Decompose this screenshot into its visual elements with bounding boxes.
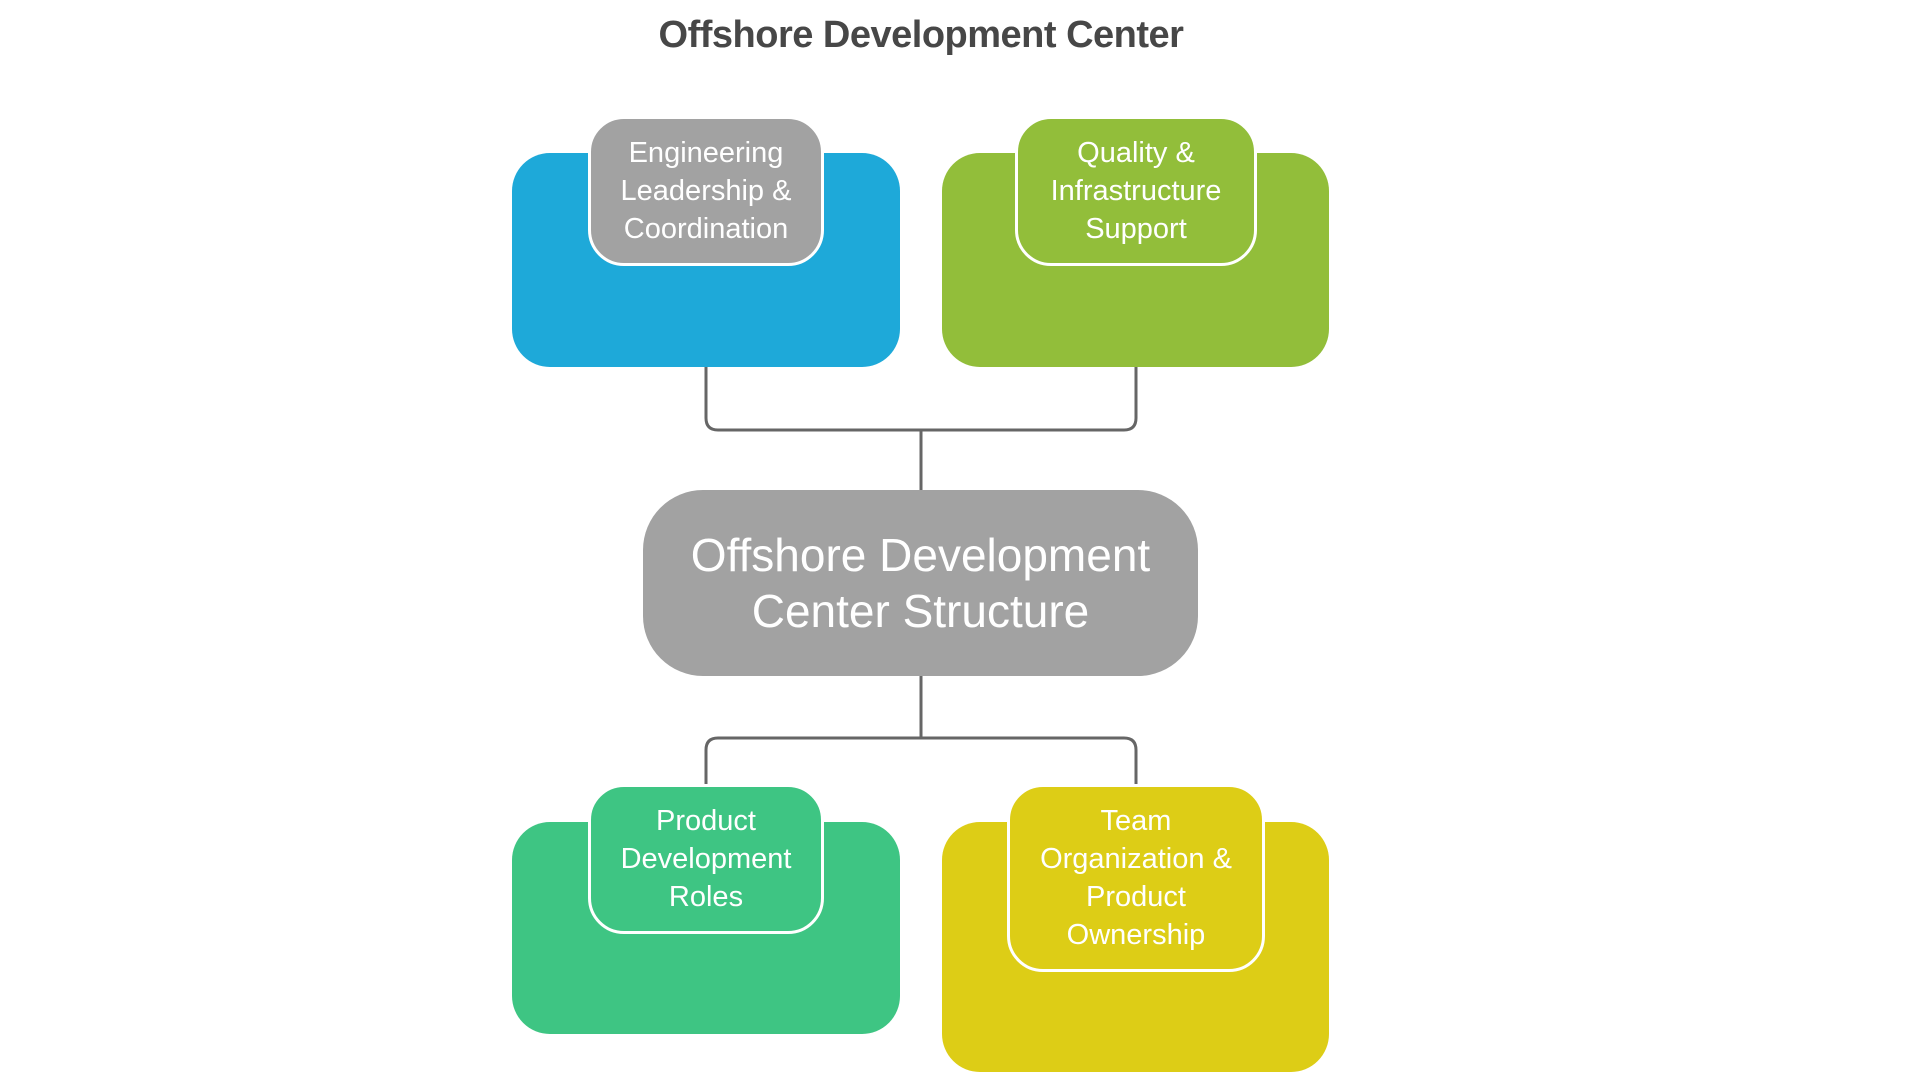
- engineering-leadership-tab[interactable]: Engineering Leadership & Coordination: [588, 116, 824, 266]
- center-node[interactable]: Offshore Development Center Structure: [643, 490, 1198, 676]
- product-development-tab[interactable]: Product Development Roles: [588, 784, 824, 934]
- quality-infrastructure-tab[interactable]: Quality & Infrastructure Support: [1015, 116, 1257, 266]
- center-node-label: Offshore Development Center Structure: [690, 529, 1151, 637]
- quality-infrastructure-label: Quality & Infrastructure Support: [1050, 137, 1222, 245]
- product-development-label: Product Development Roles: [620, 805, 792, 913]
- engineering-leadership-label: Engineering Leadership & Coordination: [620, 137, 792, 245]
- team-organization-tab[interactable]: Team Organization & Product Ownership: [1007, 784, 1265, 972]
- diagram-title: Offshore Development Center: [658, 14, 1184, 56]
- team-organization-label: Team Organization & Product Ownership: [1040, 805, 1232, 951]
